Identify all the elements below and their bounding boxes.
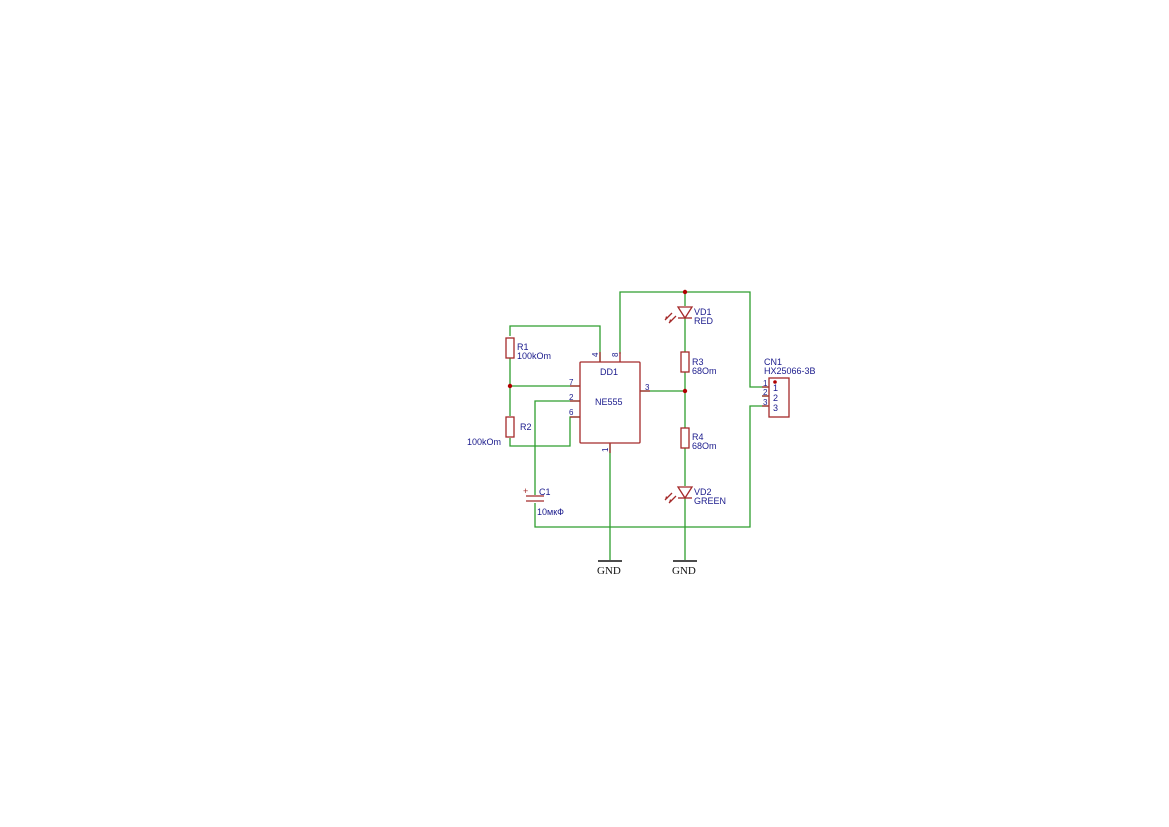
resistor-body xyxy=(680,351,690,373)
pin-number: 1 xyxy=(601,447,610,452)
resistor-r1[interactable]: R1 100kOm xyxy=(505,337,551,361)
gnd-symbol-right[interactable]: GND xyxy=(672,560,697,577)
r3-ref: R3 xyxy=(692,357,704,367)
resistor-r2[interactable]: R2 100kOm xyxy=(467,416,532,447)
pin-number: 7 xyxy=(569,378,574,387)
resistor-r3[interactable]: R3 68Om xyxy=(680,351,717,376)
pin-number: 2 xyxy=(569,393,574,402)
r2-value: 100kOm xyxy=(467,437,501,447)
ic-dd1[interactable]: DD1 NE555 7 2 6 3 4 8 1 xyxy=(569,352,650,453)
pin-number: 3 xyxy=(763,398,768,407)
wire-pin4-r1 xyxy=(509,325,601,362)
dd1-ref: DD1 xyxy=(600,367,618,377)
c1-value: 10мкФ xyxy=(537,507,564,517)
junction-dot xyxy=(682,289,688,295)
c1-polarity: + xyxy=(523,486,528,496)
junction-dot xyxy=(507,383,513,389)
wire-bottom-rail xyxy=(534,405,768,528)
r3-value: 68Om xyxy=(692,366,717,376)
capacitor-c1[interactable]: + C1 10мкФ xyxy=(523,486,564,517)
gnd-label: GND xyxy=(597,565,621,577)
c1-ref: C1 xyxy=(539,487,551,497)
vd2-ref: VD2 xyxy=(694,487,712,497)
pin-number: 1 xyxy=(763,379,768,388)
diode-triangle xyxy=(676,306,694,320)
junction-dot xyxy=(682,388,688,394)
cn1-ref: CN1 xyxy=(764,357,782,367)
resistor-r4[interactable]: R4 68Om xyxy=(680,427,717,451)
resistor-body xyxy=(680,427,690,449)
wire-pin2-c1 xyxy=(534,400,580,495)
led-arrow-head xyxy=(665,316,672,323)
r1-value: 100kOm xyxy=(517,351,551,361)
pin1-marker xyxy=(773,380,777,384)
pin-number: 2 xyxy=(773,393,778,403)
resistor-body xyxy=(505,416,515,438)
vd1-value: RED xyxy=(694,316,714,326)
r2-ref: R2 xyxy=(520,422,532,432)
r1-ref: R1 xyxy=(517,342,529,352)
vd2-value: GREEN xyxy=(694,496,726,506)
pin-number: 3 xyxy=(773,403,778,413)
led-arrow-head xyxy=(665,496,672,503)
led-vd1[interactable]: VD1 RED xyxy=(664,306,714,326)
pin-number: 3 xyxy=(645,383,650,392)
gnd-symbol-left[interactable]: GND xyxy=(597,560,622,577)
resistor-body xyxy=(505,337,515,359)
vd1-ref: VD1 xyxy=(694,307,712,317)
cn1-value: HX25066-3B xyxy=(764,366,816,376)
r4-value: 68Om xyxy=(692,441,717,451)
pin-number: 1 xyxy=(773,383,778,393)
pin-number: 2 xyxy=(763,388,768,397)
pin-number: 6 xyxy=(569,408,574,417)
r4-ref: R4 xyxy=(692,432,704,442)
gnd-label: GND xyxy=(672,565,696,577)
pin-number: 4 xyxy=(591,352,600,357)
diode-triangle xyxy=(676,486,694,500)
wire-vcc-top xyxy=(619,291,768,388)
connector-cn1[interactable]: CN1 HX25066-3B 1 2 3 1 2 3 xyxy=(762,357,816,418)
connector-body xyxy=(768,377,790,418)
wires xyxy=(509,291,768,560)
pin-number: 8 xyxy=(611,352,620,357)
led-vd2[interactable]: VD2 GREEN xyxy=(664,486,726,506)
dd1-value: NE555 xyxy=(595,397,623,407)
junctions xyxy=(507,289,688,394)
